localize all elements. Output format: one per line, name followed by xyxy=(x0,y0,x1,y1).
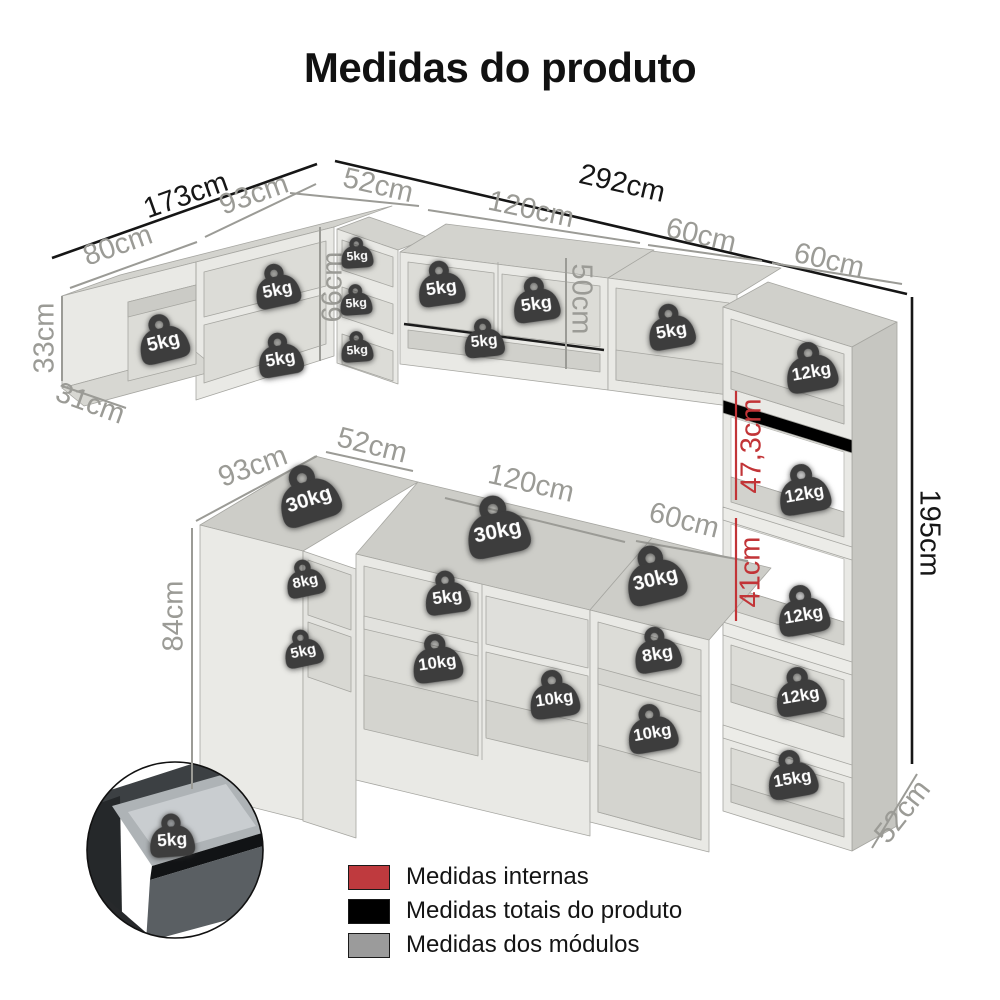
legend-label: Medidas dos módulos xyxy=(406,931,640,958)
legend-label: Medidas totais do produto xyxy=(406,897,683,924)
legend-item-total: Medidas totais do produto xyxy=(348,897,682,925)
legend-swatch-total xyxy=(348,898,390,924)
legend-swatch-module xyxy=(348,932,390,958)
legend-item-internal: Medidas internas xyxy=(348,863,589,891)
page-title: Medidas do produto xyxy=(303,44,697,91)
legend-label: Medidas internas xyxy=(406,863,589,890)
legend-item-module: Medidas dos módulos xyxy=(348,931,639,959)
legend-swatch-internal xyxy=(348,864,390,890)
